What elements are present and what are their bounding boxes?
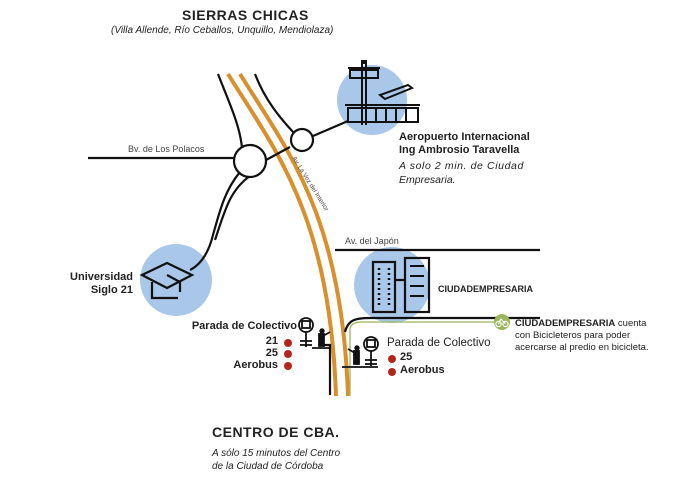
bus-stop-icon: [342, 336, 379, 368]
roads: [88, 73, 540, 395]
roundabout-small: [289, 127, 315, 153]
bike-path: [349, 321, 495, 396]
airport-area: [337, 65, 407, 135]
bus-stop-icon: [298, 317, 331, 349]
stop-right-line: Aerobus: [400, 364, 445, 376]
bike-brand: CIUDADEMPRESARIA: [515, 318, 616, 329]
ciudad-label: CIUDADEMPRESARIA: [438, 284, 534, 294]
bike-text-3: acercarse al predio en bicicleta.: [515, 342, 649, 353]
bike-text-1: CIUDADEMPRESARIA cuenta: [515, 318, 646, 329]
buildings-icon: [371, 256, 431, 314]
stop-right-title: Parada de Colectivo: [387, 337, 491, 349]
bicycle-icon: [494, 314, 510, 330]
footer-line-2: de la Ciudad de Córdoba: [212, 461, 324, 472]
bike-text-2: con Bicicleteros para poder: [515, 330, 631, 341]
route-dot: [388, 355, 396, 363]
stop-left-line: Aerobus: [233, 359, 278, 371]
graduation-cap-icon: [139, 261, 195, 300]
airport-name-2: Ing Ambrosio Taravella: [399, 144, 520, 156]
header-subtitle: (Villa Allende, Río Ceballos, Unquillo, …: [111, 25, 334, 36]
university-name-1: Universidad: [70, 271, 133, 283]
route-dot: [284, 339, 292, 347]
bike-text-rest: cuenta: [615, 318, 647, 329]
footer-line-1: A sólo 15 minutos del Centro: [212, 448, 341, 459]
road-label-japon: Av. del Japón: [345, 236, 399, 246]
stop-left-line: 25: [265, 347, 278, 359]
route-dot: [284, 362, 292, 370]
stop-right-line: 25: [400, 351, 413, 363]
stop-left-line: 21: [265, 335, 278, 347]
road-label-polacos: Bv. de Los Polacos: [128, 144, 205, 154]
airport-note-1: A solo 2 min. de Ciudad: [399, 160, 524, 172]
road-label-voz: Av. La Voz del Interior: [290, 155, 330, 213]
airport-icon: [345, 60, 420, 125]
university-name-2: Siglo 21: [90, 284, 133, 296]
stop-left-title: Parada de Colectivo: [191, 320, 297, 332]
airport-note-2: Empresaria.: [399, 174, 456, 186]
highway-voz-del-interior: [226, 72, 350, 397]
roundabout-large: [232, 143, 268, 179]
route-dot: [284, 350, 292, 358]
route-dot: [388, 368, 396, 376]
header-title: SIERRAS CHICAS: [182, 7, 309, 23]
airport-name-1: Aeropuerto Internacional: [399, 131, 530, 143]
footer-title: CENTRO DE CBA.: [212, 424, 340, 440]
